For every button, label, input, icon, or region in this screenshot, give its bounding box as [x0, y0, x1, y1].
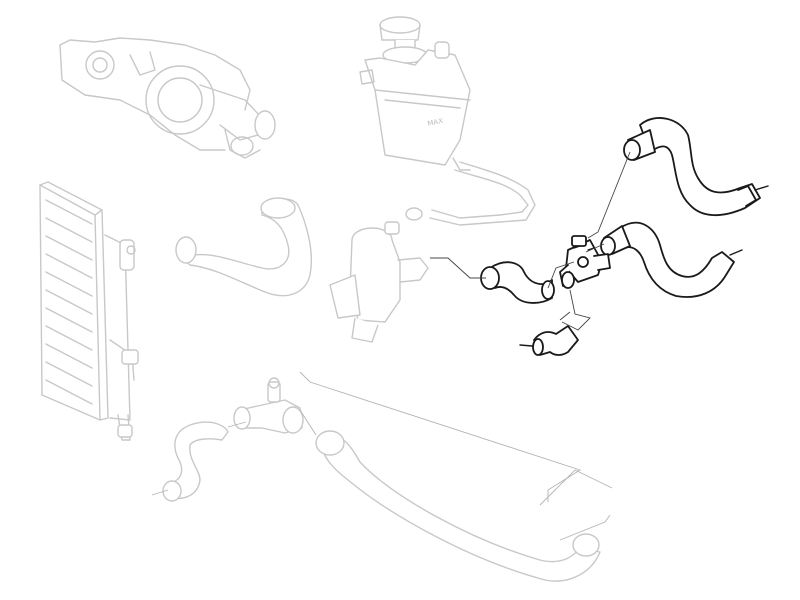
radiator — [39, 181, 139, 441]
coolant-tee-connector — [233, 377, 304, 434]
heater-hose-upper — [623, 117, 769, 217]
thermostat-housing — [329, 221, 429, 343]
water-pump — [59, 37, 276, 159]
expansion-tank-hose — [405, 161, 536, 226]
coolant-control-valve — [559, 235, 611, 289]
long-bypass-hose — [315, 430, 601, 582]
upper-radiator-hose — [175, 197, 313, 297]
valve-outlet-hose — [519, 325, 579, 356]
valve-inlet-hose — [480, 261, 555, 304]
highlighted-leader-lines — [430, 151, 631, 331]
reservoir-max-marking: MAX — [427, 117, 444, 128]
faded-leader-lines — [151, 371, 613, 541]
lower-radiator-hose — [162, 421, 229, 502]
heater-hose-lower — [600, 221, 743, 298]
expansion-tank: MAX — [359, 16, 471, 171]
